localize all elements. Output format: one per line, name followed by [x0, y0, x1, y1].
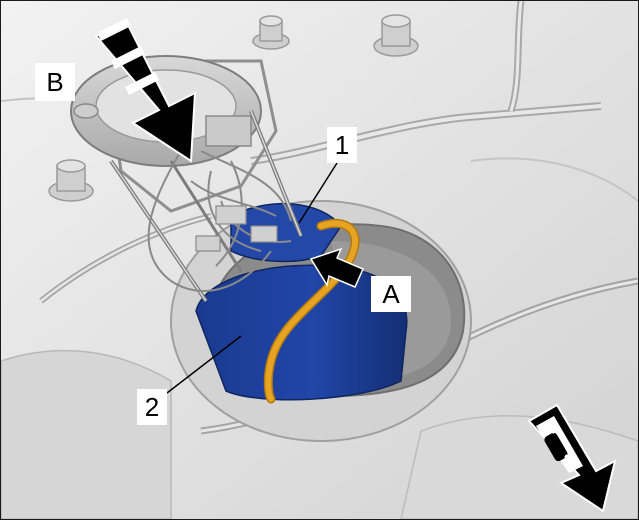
fuel-line [265, 220, 359, 402]
mounting-stud [252, 15, 290, 50]
guide-rod [250, 110, 302, 237]
press-down-arrow-icon [94, 17, 197, 163]
arrow-a [309, 247, 364, 288]
fuel-pipe [509, 1, 523, 112]
fuel-pipe [250, 104, 602, 163]
pump-connectors [195, 205, 278, 252]
callout-label-1: 1 [327, 127, 357, 163]
vehicle-orientation-icon [527, 403, 617, 513]
leader-line-1 [298, 162, 338, 224]
mounting-stud [48, 159, 94, 202]
callout-label-a: A [371, 276, 411, 312]
mounting-stud [373, 14, 419, 57]
callout-label-2: 2 [137, 389, 167, 425]
tank-ridge-right [470, 157, 638, 202]
guide-rod [169, 160, 243, 272]
guide-rod [110, 160, 207, 302]
leader-line-2 [166, 335, 242, 394]
vent-pipe [40, 214, 212, 302]
tank-ridge-left [1, 349, 172, 519]
callout-label-b: B [35, 63, 75, 101]
flange-connector [205, 115, 252, 147]
flange-nozzle [73, 103, 99, 119]
